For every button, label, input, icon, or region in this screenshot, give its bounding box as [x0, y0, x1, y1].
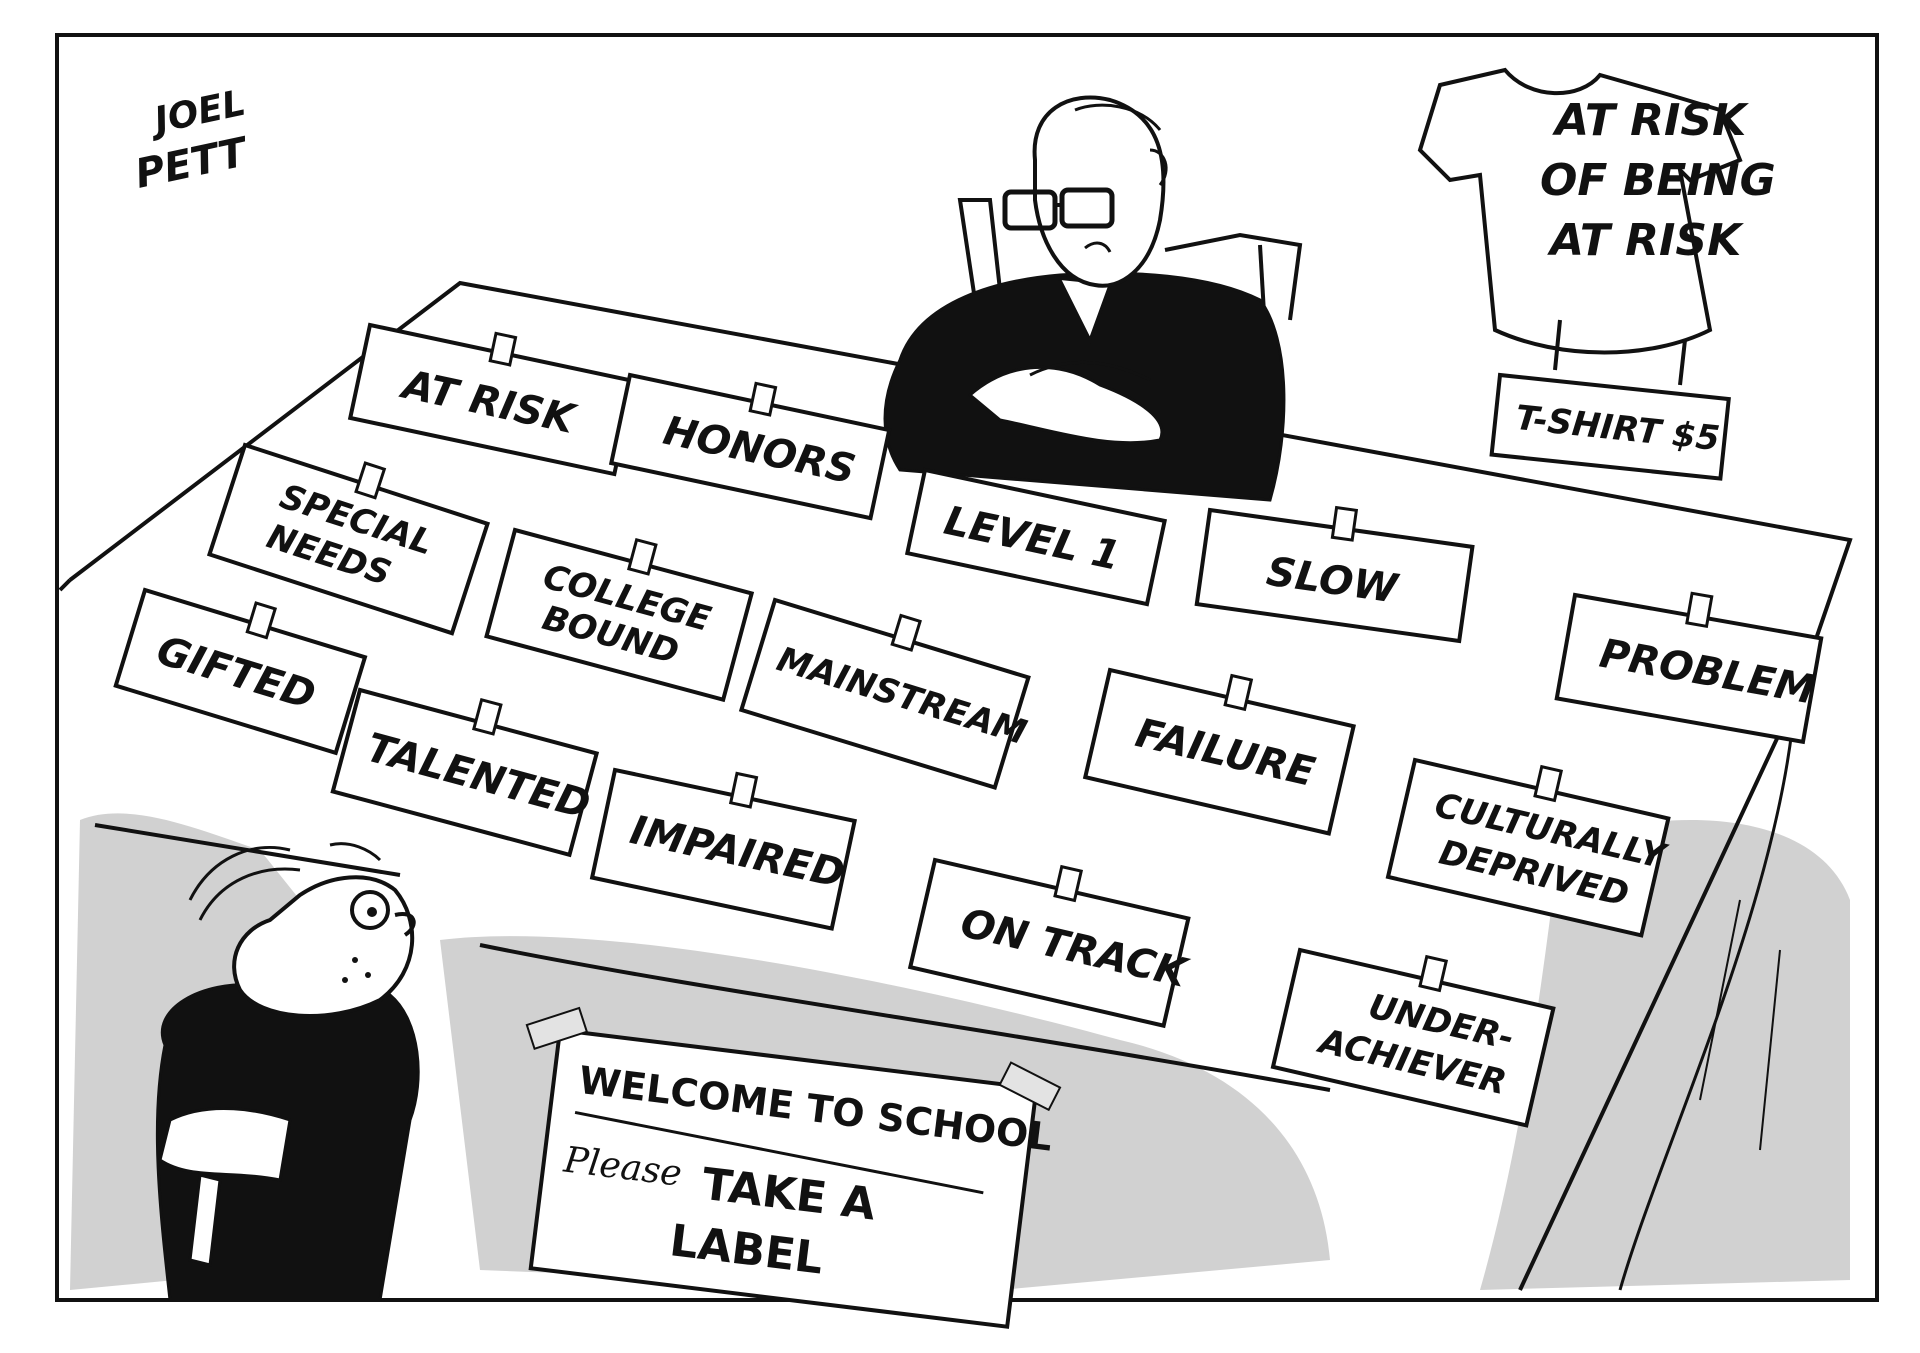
- label-card-on-track: ON TRACK: [907, 857, 1193, 1029]
- teacher: [883, 95, 1286, 502]
- label-card-gifted: GIFTED: [113, 587, 368, 756]
- signature-logo: JOEL PETT: [131, 83, 253, 198]
- student: [155, 842, 420, 1302]
- label-card-honors: HONORS: [608, 372, 892, 521]
- label-cards: AT RISK HONORS SPECIAL NEEDS LEVEL 1 SLO…: [113, 322, 1824, 1128]
- label-card-under-achiever: UNDER- ACHIEVER: [1270, 947, 1556, 1128]
- label-card-talented: TALENTED: [330, 687, 600, 858]
- tshirt-line-1: AT RISK: [1552, 95, 1749, 146]
- label-card-failure: FAILURE: [1082, 667, 1356, 836]
- label-card-mainstream: MAINSTREAM: [738, 597, 1031, 790]
- label-card-at-risk: AT RISK: [347, 322, 637, 477]
- tshirt-line-2: OF BEING: [1540, 155, 1776, 206]
- label-card-problem: PROBLEM: [1554, 591, 1824, 745]
- label-card-culturally-deprived: CULTURALLY DEPRIVED: [1385, 757, 1672, 938]
- table-edge: [58, 280, 1853, 1291]
- label-card-impaired: IMPAIRED: [589, 767, 858, 931]
- tshirt-display: AT RISK OF BEING AT RISK T-SHIRT $5: [1417, 67, 1776, 481]
- tshirt-line-3: AT RISK: [1547, 215, 1744, 266]
- welcome-sign: WELCOME TO SCHOOL Please TAKE A LABEL: [525, 1006, 1062, 1329]
- label-card-special-needs: SPECIAL NEEDS: [206, 442, 491, 636]
- label-card-slow: SLOW: [1194, 505, 1475, 644]
- label-card-level-1: LEVEL 1: [904, 467, 1168, 607]
- price-tag: T-SHIRT $5: [1489, 372, 1731, 481]
